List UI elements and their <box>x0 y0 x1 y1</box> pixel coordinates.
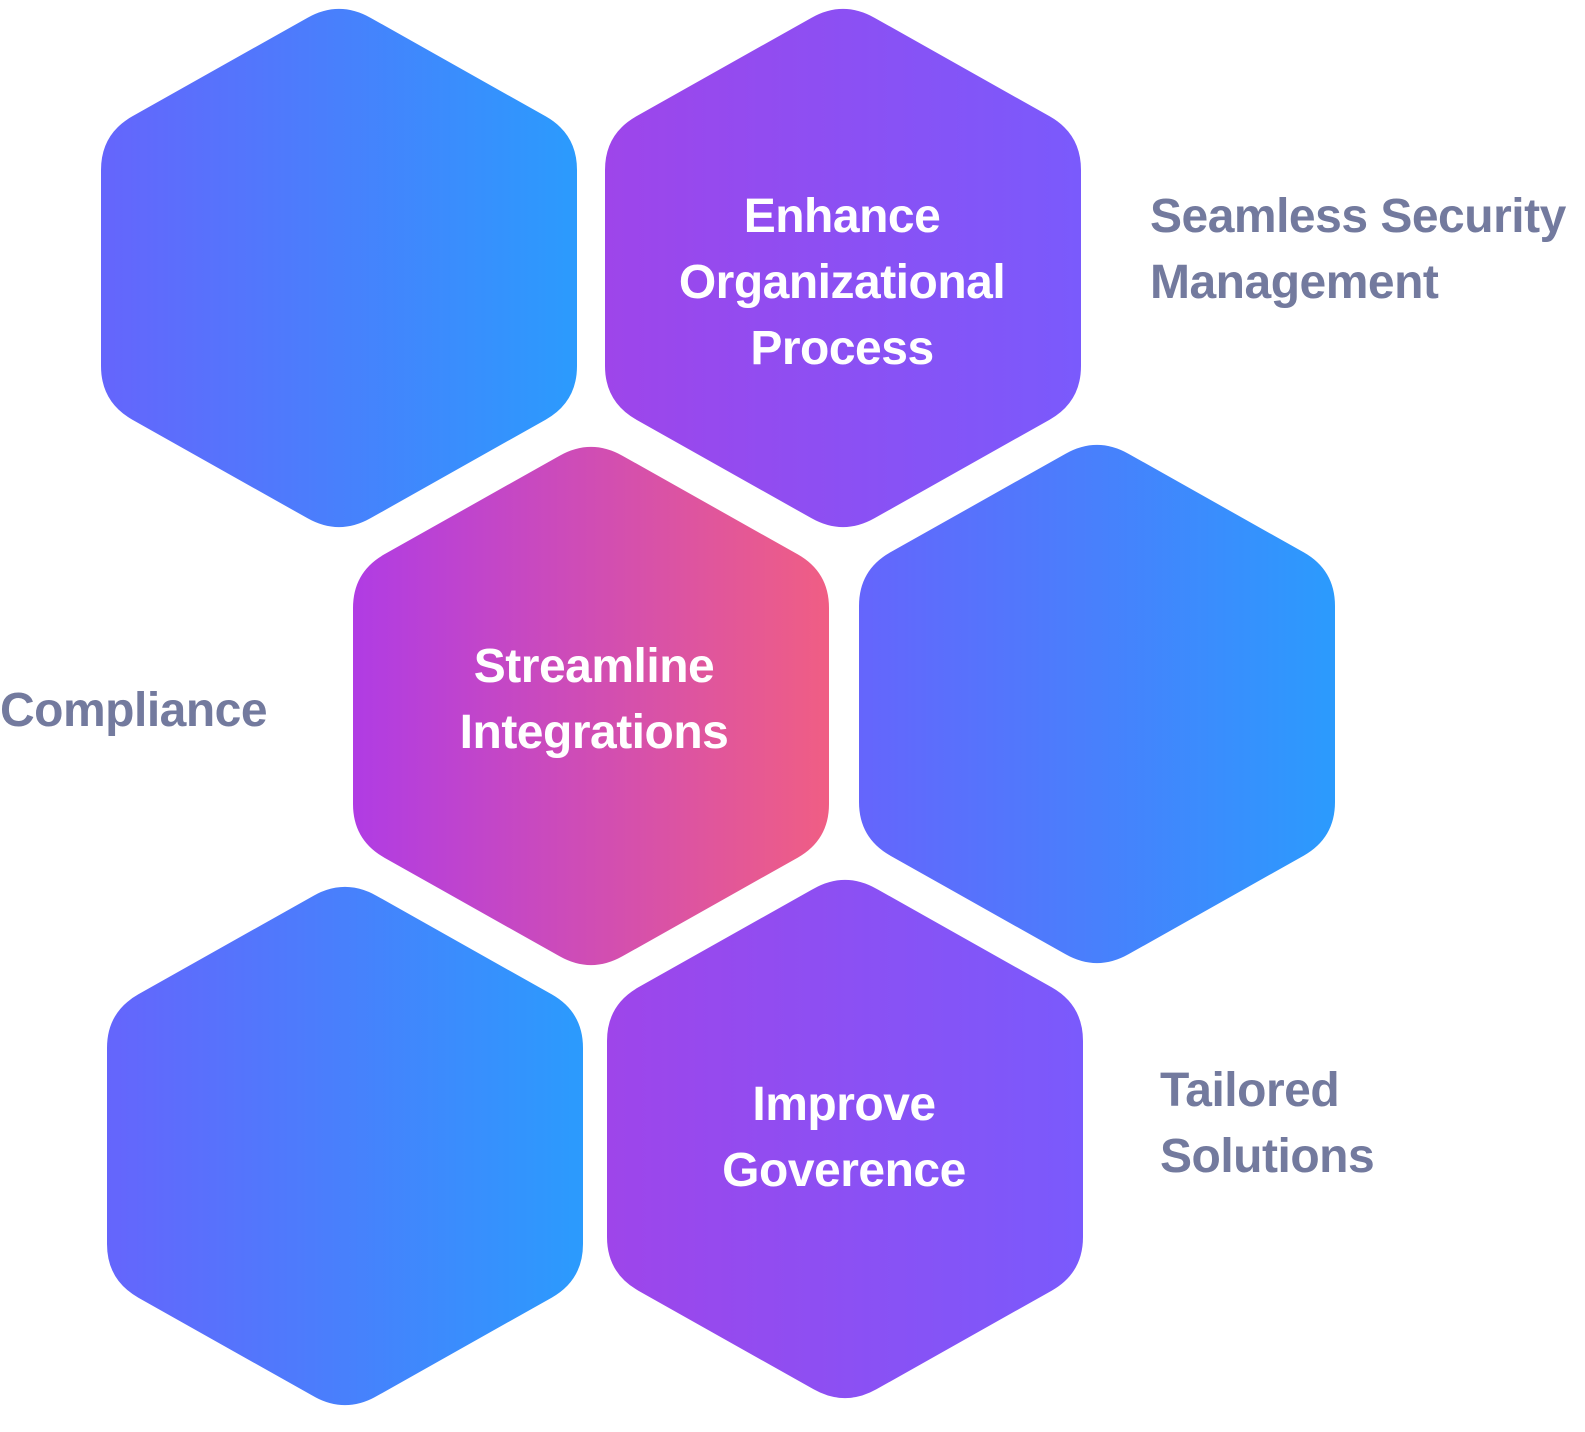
hex-label-top-right: Enhance Organizational Process <box>678 184 1006 382</box>
side-label-line: Compliance <box>0 684 268 737</box>
hex-label-line: Integrations <box>459 706 729 759</box>
side-label-line: Management <box>1150 256 1439 309</box>
hex-label-center: Streamline Integrations <box>460 634 729 766</box>
hex-label-line: Improve <box>752 1078 936 1131</box>
side-label-line: Solutions <box>1160 1130 1375 1183</box>
side-label-security: Seamless Security Management <box>1150 184 1566 316</box>
hexagon-center <box>353 446 829 966</box>
hex-label-bottom-right: Improve Goverence <box>722 1072 966 1204</box>
side-label-tailored: Tailored Solutions <box>1160 1058 1375 1190</box>
hexagon-middle-right <box>859 444 1335 964</box>
hex-label-line: Streamline <box>473 640 715 693</box>
hexagon-bottom-right <box>607 879 1083 1399</box>
hex-label-line: Goverence <box>722 1144 966 1197</box>
side-label-compliance: Compliance <box>0 678 268 744</box>
hex-label-line: Enhance <box>743 190 941 243</box>
hex-label-line: Process <box>750 322 934 375</box>
hexagon-top-right <box>605 8 1081 528</box>
hexagon-top-left <box>101 8 577 528</box>
side-label-line: Seamless Security <box>1150 190 1566 243</box>
hexagon-bottom-left <box>107 886 583 1406</box>
hex-label-line: Organizational <box>678 256 1006 309</box>
side-label-line: Tailored <box>1160 1064 1340 1117</box>
